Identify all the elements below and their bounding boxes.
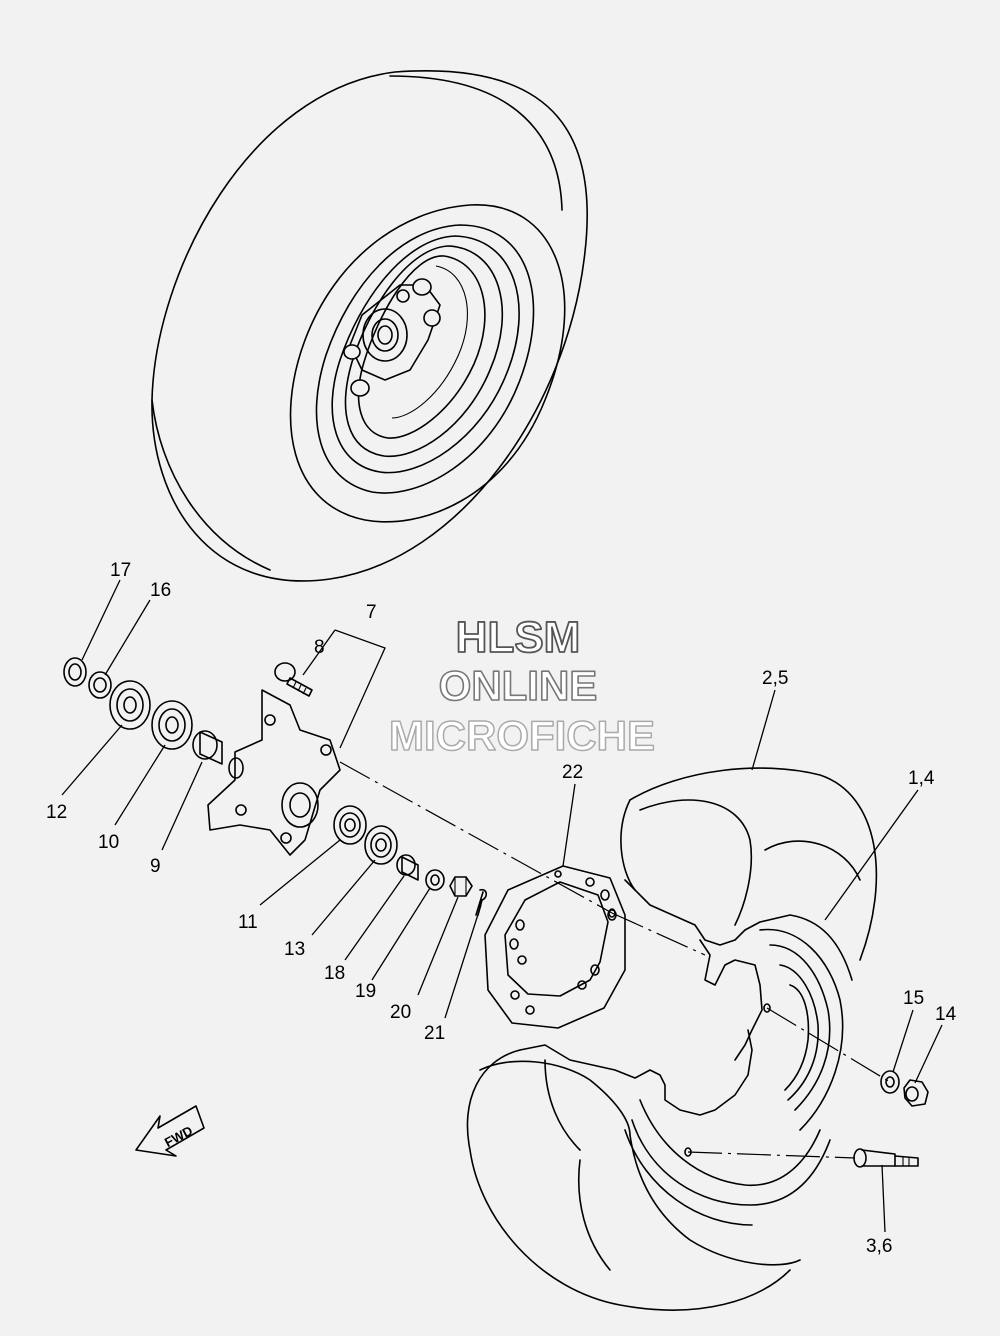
callout-12: 12 (46, 802, 67, 823)
part-22-brake-disc (484, 865, 626, 1029)
callout-3-6: 3,6 (866, 1236, 892, 1257)
part-7-hub (207, 689, 341, 856)
callout-16: 16 (150, 580, 171, 601)
callout-7: 7 (366, 602, 377, 623)
callout-14: 14 (935, 1004, 957, 1025)
part-17-seal (63, 657, 87, 687)
callout-11: 11 (238, 912, 258, 933)
callout-20: 20 (390, 1002, 411, 1023)
assembled-wheel (151, 70, 588, 582)
part-1-4-rim-upper (608, 879, 853, 1131)
watermark-line-2: ONLINE (439, 662, 598, 709)
watermark: HLSM ONLINE MICROFICHE (388, 612, 656, 760)
part-12-bearing (109, 680, 151, 730)
callout-18: 18 (324, 963, 345, 984)
part-14-nut (903, 1079, 929, 1107)
callout-21: 21 (424, 1023, 445, 1044)
part-2-5-tire-half-upper (620, 767, 878, 961)
part-10-bearing (151, 700, 193, 750)
callout-13: 13 (284, 939, 305, 960)
callout-8: 8 (314, 637, 325, 658)
part-1-4-rim-lower (519, 1029, 831, 1226)
part-18-spacer (396, 854, 419, 881)
callout-17: 17 (110, 560, 131, 581)
part-19-washer (425, 869, 445, 891)
callout-1-4: 1,4 (908, 768, 935, 789)
callout-10: 10 (98, 832, 119, 853)
watermark-line-1: HLSM (456, 613, 581, 662)
part-20-castle-nut (449, 876, 473, 897)
fwd-direction-arrow: FWD (135, 1105, 205, 1157)
callout-labels: 17 16 7 8 12 10 9 11 13 18 19 20 21 22 2… (46, 560, 957, 1257)
callout-22: 22 (562, 762, 583, 783)
leader-lines (61, 579, 943, 1233)
part-15-washer (880, 1070, 900, 1094)
part-13-bearing (364, 825, 398, 865)
part-2-5-tire-half-lower (466, 1049, 801, 1311)
assembly-center-lines (339, 761, 891, 1159)
callout-15: 15 (903, 988, 924, 1009)
callout-2-5: 2,5 (762, 668, 788, 689)
watermark-line-3: MICROFICHE (389, 712, 655, 759)
part-11-bearing (333, 805, 367, 845)
part-16-collar (88, 671, 112, 699)
part-9-spacer (192, 730, 223, 765)
part-8-bolt (274, 662, 313, 697)
part-21-cotter-pin (475, 888, 488, 916)
part-3-6-valve-stem (853, 1148, 919, 1168)
callout-9: 9 (150, 856, 161, 877)
callout-19: 19 (355, 981, 376, 1002)
